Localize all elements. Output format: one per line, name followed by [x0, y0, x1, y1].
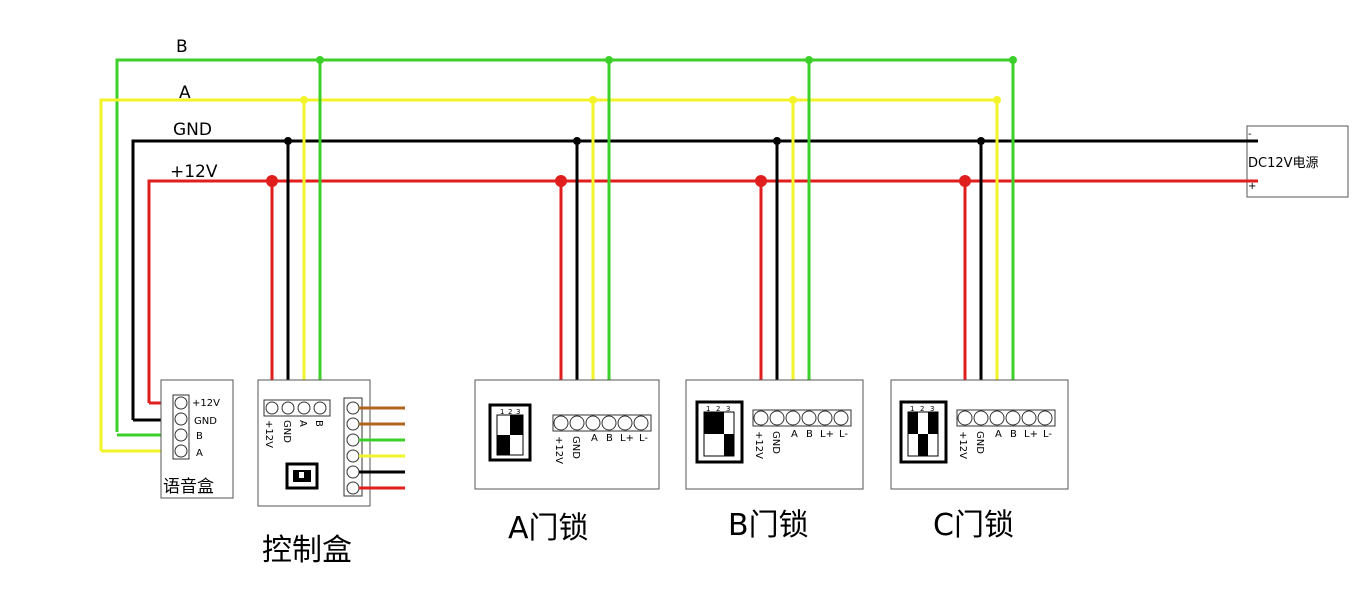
control-box-pin-gnd: GND	[281, 420, 292, 443]
junction-dots	[266, 56, 1017, 187]
lock-c-terminals	[957, 410, 1053, 426]
lock-b-terminals	[753, 410, 849, 426]
lock-b: 1 2 3 +12V GND A B L+ L- B门锁	[685, 379, 864, 543]
lock-b-pin-lminus: L-	[839, 429, 848, 440]
lock-b-dip-switch: 1 2 3	[695, 400, 744, 464]
lock-b-title: B门锁	[728, 508, 809, 543]
control-box-terminals	[265, 401, 327, 415]
power-supply-minus: -	[1248, 129, 1252, 140]
power-supply-label: DC12V电源	[1248, 156, 1319, 171]
lock-b-pin-b: B	[806, 429, 813, 440]
control-box-drops	[270, 60, 322, 408]
lock-b-dip-num-3: 3	[726, 405, 730, 413]
lock-a-pin-lminus: L-	[639, 433, 648, 444]
lock-c-pin-b: B	[1010, 429, 1017, 440]
lock-a-drops	[559, 60, 611, 423]
lock-a-title: A门锁	[508, 511, 589, 546]
lock-c-drops	[963, 60, 1015, 418]
lock-c-dip-num-1: 1	[910, 405, 914, 413]
lock-a-dip-num-2: 2	[508, 408, 512, 416]
control-box-side-wires	[359, 406, 405, 490]
power-supply: - DC12V电源 +	[1244, 125, 1349, 198]
lock-c-pin-gnd: GND	[974, 431, 985, 454]
lock-b-dip-num-1: 1	[706, 405, 710, 413]
lock-a: 1 2 3 +12V GND A B L+ L- A门锁	[474, 379, 660, 546]
control-box-pin-12v: +12V	[263, 420, 274, 448]
bus-wire-a	[99, 98, 997, 451]
lock-c-pin-12v: +12V	[957, 431, 968, 459]
bus-wire-12v	[147, 179, 1246, 403]
lock-a-dip-num-3: 3	[516, 408, 520, 416]
voice-box-label: 语音盒	[163, 477, 214, 497]
lock-a-pin-a: A	[591, 433, 598, 444]
power-supply-plus: +	[1248, 181, 1256, 192]
control-box-side-terminals	[346, 401, 360, 495]
control-box-pin-a: A	[297, 420, 308, 427]
lock-a-pin-lplus: L+	[620, 433, 634, 444]
lock-c-pin-lminus: L-	[1043, 429, 1052, 440]
control-box-label: 控制盒	[262, 533, 352, 568]
lock-a-pin-gnd: GND	[570, 436, 581, 459]
control-box-pin-b: B	[313, 420, 324, 427]
bus-label-12v: +12V	[170, 162, 218, 182]
control-box-dip-switch	[285, 462, 319, 490]
lock-a-pin-12v: +12V	[553, 436, 564, 464]
lock-c: 1 2 3 +12V GND A B L+ L- C门锁	[890, 379, 1069, 543]
lock-c-dip-num-3: 3	[930, 405, 934, 413]
bus-label-a: A	[179, 83, 191, 103]
lock-a-dip-switch: 1 2 3	[488, 403, 532, 462]
voice-box-terminals	[174, 396, 188, 458]
lock-b-pin-gnd: GND	[770, 431, 781, 454]
lock-c-dip-num-2: 2	[920, 405, 924, 413]
lock-c-dip-switch: 1 2 3	[899, 400, 948, 464]
voice-box-pin-12v: +12V	[192, 398, 220, 409]
voice-box-pin-a: A	[196, 448, 203, 459]
lock-b-dip-num-2: 2	[716, 405, 720, 413]
lock-c-pin-lplus: L+	[1024, 429, 1038, 440]
bus-wire-b	[115, 58, 1013, 432]
lock-a-pin-b: B	[606, 433, 613, 444]
lock-c-pin-a: A	[995, 429, 1002, 440]
lock-a-terminals	[553, 415, 649, 431]
voice-box: +12V GND B A 语音盒	[160, 379, 234, 499]
bus-wire-gnd	[131, 139, 1246, 420]
control-box: +12V GND A B 控制盒	[257, 379, 405, 568]
lock-b-pin-lplus: L+	[820, 429, 834, 440]
bus-label-b: B	[176, 37, 188, 57]
bus-label-gnd: GND	[173, 120, 212, 140]
lock-c-title: C门锁	[933, 508, 1014, 543]
lock-b-drops	[759, 60, 811, 418]
lock-a-dip-num-1: 1	[500, 408, 504, 416]
voice-box-pin-gnd: GND	[194, 416, 217, 427]
lock-b-pin-12v: +12V	[753, 431, 764, 459]
lock-b-pin-a: A	[791, 429, 798, 440]
voice-box-pin-b: B	[196, 431, 203, 442]
